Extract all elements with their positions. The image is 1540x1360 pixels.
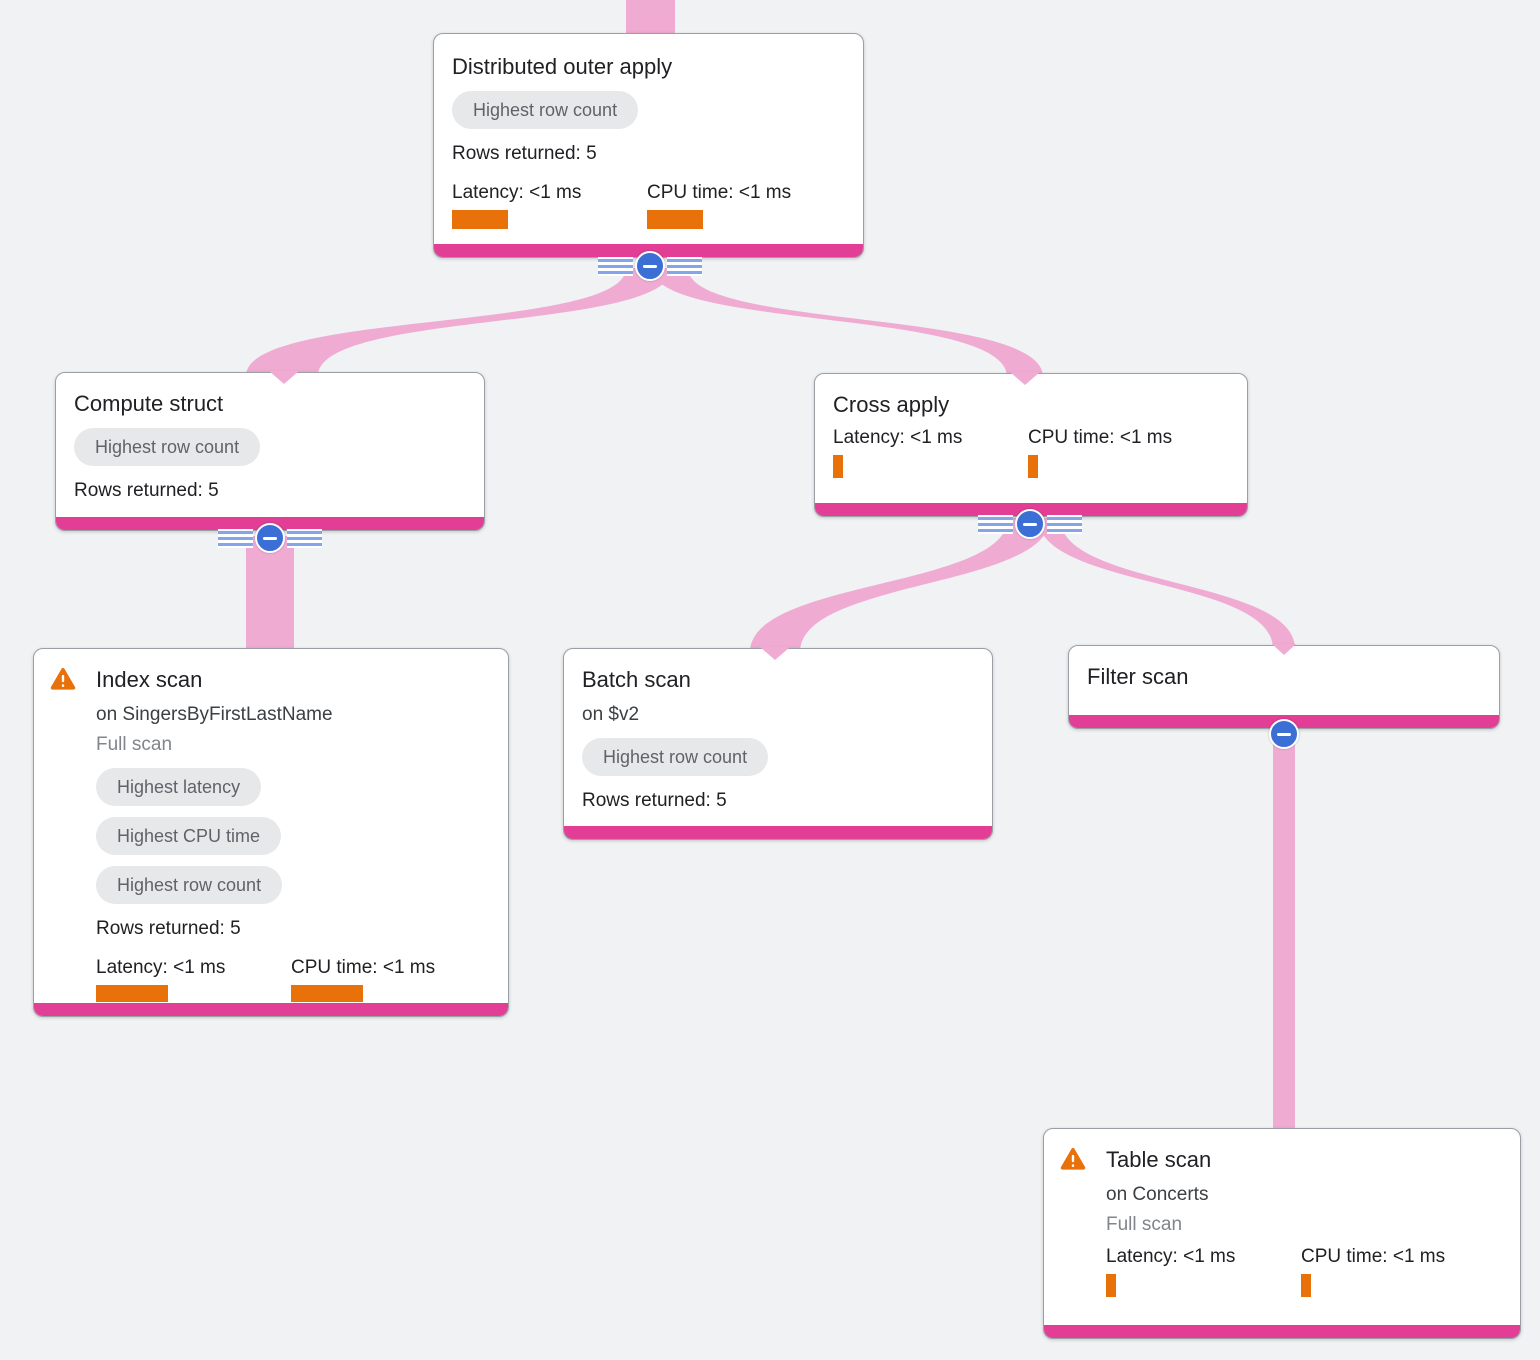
badge-highest-latency: Highest latency bbox=[96, 768, 262, 806]
edge-distributed-outer-apply-to-cross-apply bbox=[652, 268, 1043, 377]
edge-arrow-notch bbox=[1272, 644, 1296, 655]
node-compute-struct[interactable]: Compute struct Highest row count Rows re… bbox=[55, 372, 485, 531]
collapse-button-cross-apply[interactable] bbox=[976, 509, 1084, 539]
cpu-time-label: CPU time: <1 ms bbox=[1028, 427, 1173, 448]
rows-returned: Rows returned: 5 bbox=[452, 143, 597, 164]
edge-distributed-outer-apply-to-compute-struct bbox=[246, 268, 672, 376]
edge-arrow-notch bbox=[760, 647, 790, 660]
latency-label: Latency: <1 ms bbox=[96, 957, 226, 978]
minus-icon bbox=[635, 251, 665, 281]
node-title: Index scan bbox=[96, 667, 203, 692]
minus-icon bbox=[1015, 509, 1045, 539]
collapse-button-distributed-outer-apply[interactable] bbox=[596, 251, 704, 281]
edge-offscreen-to-distributed-outer-apply bbox=[626, 0, 675, 40]
edge-cross-apply-to-batch-scan bbox=[750, 518, 1050, 652]
warning-icon bbox=[50, 667, 76, 691]
latency-label: Latency: <1 ms bbox=[452, 182, 582, 203]
edge-stripes-right bbox=[1047, 514, 1082, 534]
cpu-time-label: CPU time: <1 ms bbox=[647, 182, 792, 203]
cpu-time-label: CPU time: <1 ms bbox=[291, 957, 436, 978]
rows-returned: Rows returned: 5 bbox=[582, 790, 727, 811]
latency-label: Latency: <1 ms bbox=[833, 427, 963, 448]
edge-cross-apply-to-filter-scan bbox=[1038, 518, 1295, 649]
node-distributed-outer-apply[interactable]: Distributed outer apply Highest row coun… bbox=[433, 33, 864, 258]
collapse-button-filter-scan[interactable] bbox=[1254, 719, 1314, 749]
node-accent-bar bbox=[34, 1003, 508, 1016]
minus-icon bbox=[1269, 719, 1299, 749]
badge-highest-row-count: Highest row count bbox=[96, 866, 283, 904]
badge-highest-row-count: Highest row count bbox=[74, 428, 261, 466]
cpu-time-label: CPU time: <1 ms bbox=[1301, 1246, 1446, 1267]
collapse-button-compute-struct[interactable] bbox=[216, 523, 324, 553]
latency-bar bbox=[1106, 1274, 1116, 1297]
badge-highest-cpu-time: Highest CPU time bbox=[96, 817, 282, 855]
node-subtitle: on SingersByFirstLastName bbox=[96, 704, 333, 725]
rows-returned: Rows returned: 5 bbox=[96, 918, 241, 939]
node-batch-scan[interactable]: Batch scan on $v2 Highest row count Rows… bbox=[563, 648, 993, 840]
node-subtitle: on $v2 bbox=[582, 704, 640, 725]
latency-bar bbox=[452, 210, 508, 229]
node-title: Filter scan bbox=[1087, 664, 1189, 689]
node-filter-scan[interactable]: Filter scan bbox=[1068, 645, 1500, 729]
edge-stripes-right bbox=[667, 256, 702, 276]
edge-compute-struct-to-index-scan bbox=[246, 536, 294, 652]
latency-bar bbox=[96, 985, 168, 1002]
node-accent-bar bbox=[1044, 1325, 1520, 1338]
minus-icon bbox=[255, 523, 285, 553]
edge-stripes-left bbox=[218, 528, 253, 548]
warning-icon bbox=[1060, 1147, 1086, 1171]
edge-arrow-notch bbox=[1010, 372, 1040, 385]
node-table-scan[interactable]: Table scan on Concerts Full scan Latency… bbox=[1043, 1128, 1521, 1339]
node-subtitle: on Concerts bbox=[1106, 1184, 1209, 1205]
node-accent-bar bbox=[434, 244, 863, 257]
badge-highest-row-count: Highest row count bbox=[582, 738, 769, 776]
node-accent-bar bbox=[564, 826, 992, 839]
edge-arrow-notch bbox=[269, 371, 299, 384]
node-title: Batch scan bbox=[582, 667, 691, 692]
node-cross-apply[interactable]: Cross apply Latency: <1 ms CPU time: <1 … bbox=[814, 373, 1248, 517]
node-title: Cross apply bbox=[833, 392, 950, 417]
scan-type: Full scan bbox=[1106, 1214, 1183, 1235]
node-title: Compute struct bbox=[74, 391, 224, 416]
node-title: Distributed outer apply bbox=[452, 54, 673, 79]
rows-returned: Rows returned: 5 bbox=[74, 480, 219, 501]
node-index-scan[interactable]: Index scan on SingersByFirstLastName Ful… bbox=[33, 648, 509, 1017]
edge-stripes-left bbox=[978, 514, 1013, 534]
scan-type: Full scan bbox=[96, 734, 173, 755]
edge-stripes-left bbox=[598, 256, 633, 276]
latency-label: Latency: <1 ms bbox=[1106, 1246, 1236, 1267]
node-title: Table scan bbox=[1106, 1147, 1212, 1172]
badge-highest-row-count: Highest row count bbox=[452, 91, 639, 129]
edge-stripes-right bbox=[287, 528, 322, 548]
cpu-time-bar bbox=[291, 985, 363, 1002]
cpu-time-bar bbox=[647, 210, 703, 229]
edge-filter-scan-to-table-scan bbox=[1273, 728, 1295, 1131]
cpu-time-bar bbox=[1301, 1274, 1311, 1297]
latency-bar bbox=[833, 455, 843, 478]
cpu-time-bar bbox=[1028, 455, 1038, 478]
